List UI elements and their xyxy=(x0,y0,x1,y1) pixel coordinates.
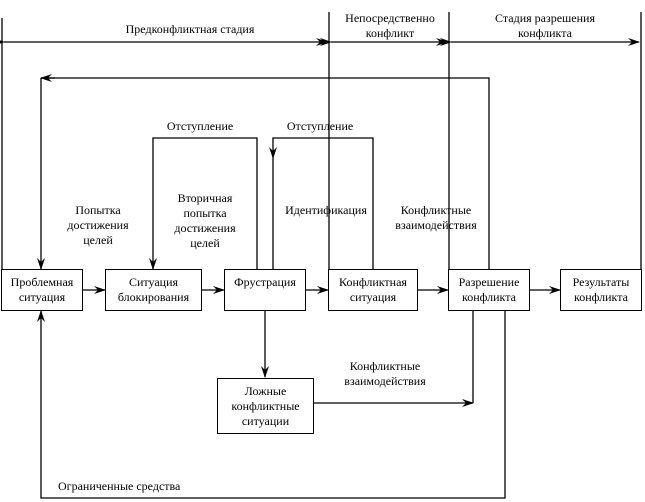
stage-label-resolution: Стадия разрешения конфликта xyxy=(470,11,620,41)
stage-label-line: Непосредственно xyxy=(345,11,435,25)
retreat-loop-1 xyxy=(149,137,258,270)
feedback-loop-bottom xyxy=(37,310,506,499)
box-false-conflicts: Ложные конфликтные ситуации xyxy=(217,378,314,434)
box-text: Результаты xyxy=(572,275,630,289)
box-blocking-situation: Ситуация блокирования xyxy=(105,269,202,311)
box-conflict-situation: Конфликтная ситуация xyxy=(328,269,418,311)
stage-label-line: Стадия разрешения xyxy=(495,11,595,25)
label-retreat-2: Отступление xyxy=(286,119,354,133)
box-text: конфликтные xyxy=(231,398,300,413)
box-text: ситуация xyxy=(349,290,397,304)
label-line: взаимодействия xyxy=(344,374,426,388)
box-text: Разрешение xyxy=(458,275,520,289)
label-retreat-1: Отступление xyxy=(166,119,234,133)
stage-label-line: конфликта xyxy=(518,26,572,40)
label-line: Конфликтные xyxy=(349,359,421,373)
stage-label-pre-conflict: Предконфликтная стадия xyxy=(125,22,255,36)
label-identification: Идентификация xyxy=(285,203,367,217)
box-text: Проблемная xyxy=(10,275,74,289)
box-text: Конфликтная xyxy=(339,275,407,289)
box-results: Результаты конфликта xyxy=(560,269,642,311)
retreat-loop-2 xyxy=(269,137,374,270)
label-line: достижения xyxy=(174,221,236,235)
feedback-loop-top xyxy=(41,77,490,270)
box-text: блокирования xyxy=(117,290,190,304)
box-text: конфликта xyxy=(574,290,628,304)
label-line: целей xyxy=(83,233,113,247)
box-frustration: Фрустрация xyxy=(224,269,306,311)
stage-label-direct-conflict: Непосредственно конфликт xyxy=(330,11,450,41)
label-line: достижения xyxy=(67,218,129,232)
label-limited-means: Ограниченные средства xyxy=(58,479,181,493)
label-secondary-attempt: Вторичная попытка достижения целей xyxy=(160,191,250,251)
label-line: Вторичная xyxy=(177,191,233,205)
label-line: попытка xyxy=(183,206,227,220)
box-text: Ситуация xyxy=(128,275,179,289)
label-line: Попытка xyxy=(75,203,121,217)
label-conflict-interactions-bottom: Конфликтные взаимодействия xyxy=(335,359,435,389)
label-attempt: Попытка достижения целей xyxy=(58,203,138,248)
box-text: ситуация xyxy=(18,290,66,304)
box-text: конфликта xyxy=(462,290,516,304)
label-conflict-interactions-top: Конфликтные взаимодействия xyxy=(384,203,488,233)
box-text: Фрустрация xyxy=(234,275,296,289)
label-line: целей xyxy=(190,236,220,250)
label-line: взаимодействия xyxy=(395,218,477,232)
box-text: Ложные xyxy=(244,383,287,398)
stage-label-line: конфликт xyxy=(365,26,415,40)
box-resolution: Разрешение конфликта xyxy=(448,269,530,311)
label-line: Конфликтные xyxy=(400,203,472,217)
box-problem-situation: Проблемная ситуация xyxy=(1,269,83,311)
box-text: ситуации xyxy=(241,413,290,428)
